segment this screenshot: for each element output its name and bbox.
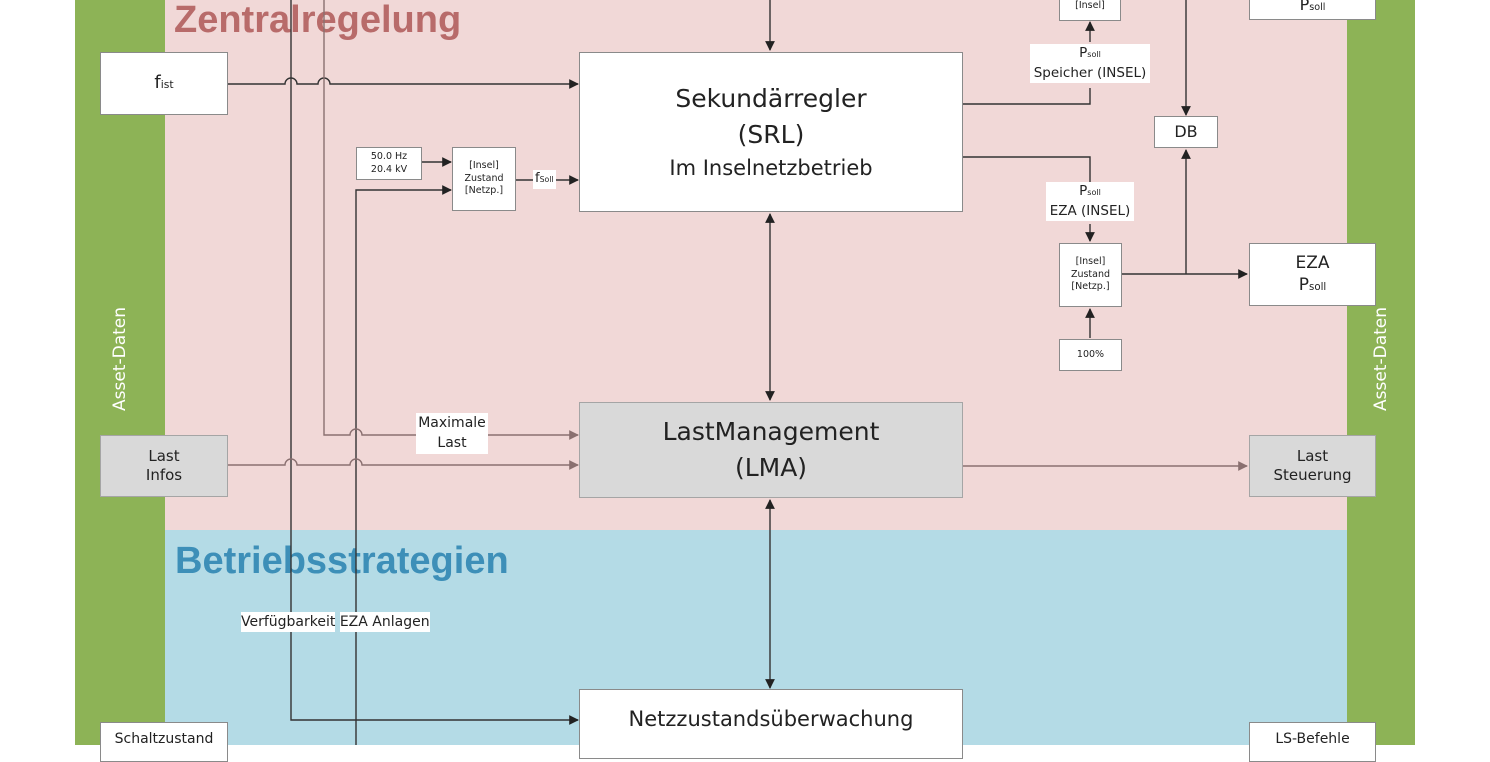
hundred-percent-label: 100% [1076, 348, 1105, 360]
frequency-value: 50.0 Hz [370, 151, 408, 163]
ls-befehle-label: LS-Befehle [1275, 731, 1350, 747]
schaltzustand-label: Schaltzustand [114, 731, 214, 747]
insel-switch-srl: [Insel] Zustand [Netzp.] [452, 147, 516, 211]
psoll-speicher-line2: Speicher (INSEL) [1033, 64, 1147, 81]
last-steuerung-line2: Steuerung [1273, 466, 1352, 484]
zentralregelung-title: Zentralregelung [174, 0, 462, 41]
top-insel-label: [Insel] [1075, 0, 1105, 12]
schaltzustand-box: Schaltzustand [100, 722, 228, 762]
psoll-eza-subscript: soll [1087, 187, 1101, 197]
last-infos-line2: Infos [145, 466, 183, 484]
db-label: DB [1174, 122, 1198, 141]
voltage-value: 20.4 kV [370, 163, 408, 175]
eza-psoll-box: EZA Psoll [1249, 243, 1376, 306]
db-box: DB [1154, 116, 1218, 148]
srl-mode: Im Inselnetzbetrieb [669, 156, 873, 181]
f-ist-symbol: f [154, 72, 161, 94]
eza-psoll-symbol: P [1298, 274, 1310, 295]
switch-netzp-label: [Netzp.] [464, 185, 504, 197]
f-soll-symbol: f [535, 171, 540, 186]
psoll-top-symbol: P [1299, 0, 1310, 14]
psoll-top-box: Psoll [1249, 0, 1376, 20]
srl-title: Sekundärregler [675, 83, 867, 113]
switch2-netzp-label: [Netzp.] [1071, 281, 1110, 293]
right-asset-strip [1347, 0, 1415, 745]
psoll-top-subscript: soll [1309, 2, 1326, 13]
maximale-last-label: Maximale Last [416, 413, 488, 454]
psoll-eza-symbol: P [1079, 183, 1088, 199]
verfuegbarkeit-line2: EZA Anlagen [339, 612, 430, 633]
connection-lines [228, 0, 1248, 745]
ls-befehle-box: LS-Befehle [1249, 722, 1376, 762]
eza-psoll-subscript: soll [1309, 281, 1327, 293]
f-soll-label: fSoll [533, 170, 556, 189]
insel-switch-eza: [Insel] Zustand [Netzp.] [1059, 243, 1122, 307]
insel-switch-top: [Insel] [1059, 0, 1121, 21]
psoll-eza-label: Psoll EZA (INSEL) [1046, 182, 1134, 222]
psoll-speicher-symbol: P [1079, 45, 1088, 61]
verfuegbarkeit-label: Verfügbarkeit EZA Anlagen [241, 612, 430, 633]
srl-abbr: (SRL) [737, 119, 805, 149]
lma-box: LastManagement (LMA) [579, 402, 963, 498]
f-ist-box: fist [100, 52, 228, 115]
f-soll-subscript: Soll [539, 175, 554, 184]
switch-insel-label: [Insel] [469, 160, 499, 172]
verfuegbarkeit-line1: Verfügbarkeit [241, 612, 336, 633]
frequency-setpoint-box: 50.0 Hz 20.4 kV [356, 147, 422, 180]
last-infos-box: Last Infos [100, 435, 228, 497]
psoll-speicher-label: Psoll Speicher (INSEL) [1030, 44, 1150, 84]
maximale-last-line2: Last [437, 435, 467, 452]
switch2-zustand-label: Zustand [1070, 268, 1111, 280]
left-asset-strip [75, 0, 165, 745]
eza-label: EZA [1295, 253, 1330, 274]
hundred-percent-box: 100% [1059, 339, 1122, 371]
lma-abbr: (LMA) [734, 453, 808, 482]
switch2-insel-label: [Insel] [1075, 256, 1106, 268]
psoll-speicher-subscript: soll [1087, 49, 1101, 59]
f-ist-subscript: ist [160, 78, 174, 92]
last-steuerung-box: Last Steuerung [1249, 435, 1376, 497]
srl-box: Sekundärregler (SRL) Im Inselnetzbetrieb [579, 52, 963, 212]
switch-zustand-label: Zustand [464, 172, 504, 184]
psoll-eza-line2: EZA (INSEL) [1049, 202, 1131, 219]
maximale-last-line1: Maximale [418, 415, 486, 431]
last-infos-line1: Last [148, 447, 180, 466]
last-steuerung-line1: Last [1296, 447, 1329, 466]
netzzustand-title: Netzzustandsüberwachung [628, 707, 914, 731]
lma-title: LastManagement [662, 416, 880, 446]
betriebsstrategien-title: Betriebsstrategien [175, 540, 509, 582]
netzzustand-box: Netzzustandsüberwachung [579, 689, 963, 759]
